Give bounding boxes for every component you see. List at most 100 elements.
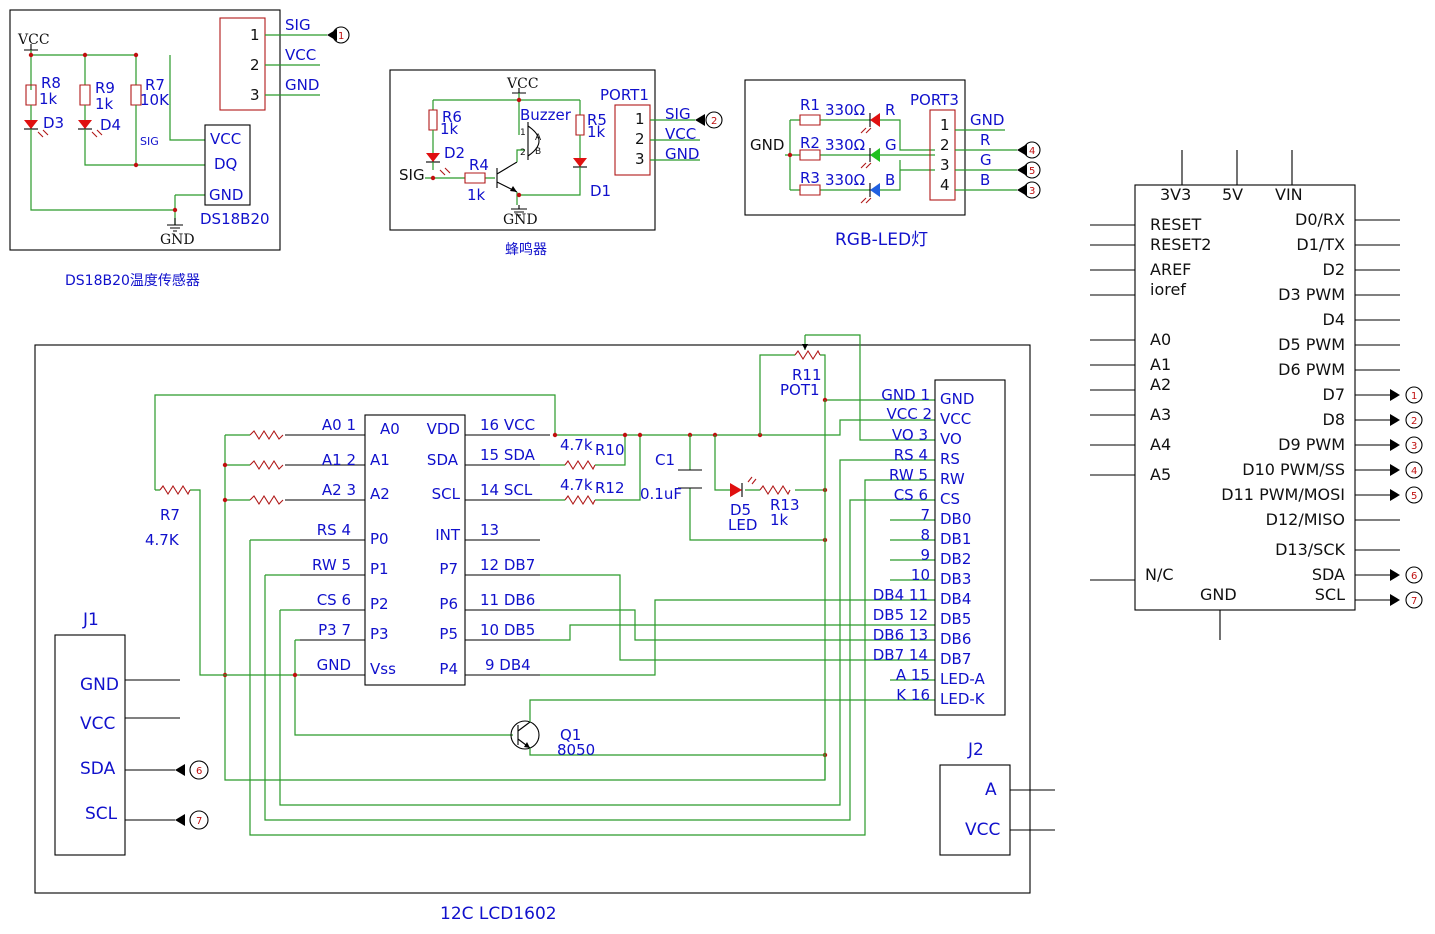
d5-label: D5 (730, 501, 751, 519)
pin-a4: A4 (1150, 435, 1171, 454)
r13-value: 1k (770, 511, 789, 529)
j2-label: J2 (967, 740, 984, 760)
pcf-pin-int: INT (435, 526, 461, 544)
r1-value: 330Ω (825, 101, 865, 119)
pcf-outer-p7: 12 DB7 (480, 556, 535, 574)
pin-3v3: 3V3 (1160, 185, 1191, 204)
r8-label: R8 (41, 74, 61, 92)
r6-label: R6 (442, 108, 462, 126)
pin-5v: 5V (1222, 185, 1243, 204)
header-label-sig: SIG (285, 16, 311, 34)
j1-pin-sda: SDA (80, 759, 116, 779)
lcd-frame (34, 344, 1031, 894)
pin-d6: D6 PWM (1278, 360, 1345, 379)
port3-num-3: 3 (940, 156, 950, 174)
buzzer-pin-b: B (535, 147, 541, 157)
sig-label: SIG (399, 166, 425, 184)
r2-value: 330Ω (825, 136, 865, 154)
ds18b20-frame (9, 9, 281, 251)
r5-label: R5 (587, 111, 607, 129)
port3-r: R (980, 131, 990, 149)
pin-d13: D13/SCK (1275, 540, 1345, 559)
pcf-outer-vcc: 16 VCC (480, 416, 535, 434)
lcd-pin-leda: LED-A (940, 670, 985, 688)
d1-label: D1 (590, 182, 611, 200)
pin-d5: D5 PWM (1278, 335, 1345, 354)
header-num-3: 3 (250, 86, 260, 104)
pin-reset2: RESET2 (1150, 235, 1211, 254)
sig-tag: SIG (140, 135, 159, 148)
q1-value: 8050 (557, 741, 595, 759)
r12-value: 4.7k (560, 476, 593, 494)
port1-header (614, 104, 651, 176)
gnd-label: GND (503, 212, 538, 228)
lcd-module: A0 A1 A2 P0 P1 P2 P3 Vss VDD SDA SCL INT… (34, 334, 1055, 924)
pcf-pin-a1: A1 (370, 451, 390, 469)
lcd-caption: 12C LCD1602 (440, 904, 557, 924)
lcd-outer-12: DB5 12 (873, 606, 928, 624)
pcf-pin-p4: P4 (439, 660, 458, 678)
r7-value: 4.7K (145, 531, 180, 549)
pcf-outer-sda: 15 SDA (480, 446, 536, 464)
header-label-vcc: VCC (285, 46, 316, 64)
pin-d3: D3 PWM (1278, 285, 1345, 304)
pcf-outer-p6: 11 DB6 (480, 591, 535, 609)
j1-connector (54, 634, 126, 856)
ref-d11: 5 (1411, 491, 1417, 502)
buzzer-pin-a: A (535, 133, 542, 143)
r9-label: R9 (95, 79, 115, 97)
lcd-outer-7: 7 (920, 506, 930, 524)
pin-a3: A3 (1150, 405, 1171, 424)
j1-pin-gnd: GND (80, 675, 119, 695)
port1-label: PORT1 (600, 86, 649, 104)
pcf-pin-vss: Vss (370, 660, 396, 678)
r10-value: 4.7k (560, 436, 593, 454)
ds18b20-header (219, 17, 266, 111)
pin-d1: D1/TX (1296, 235, 1345, 254)
pin-vin: VIN (1275, 185, 1303, 204)
pcf-pin-p5: P5 (439, 625, 458, 643)
buzzer-frame (389, 69, 656, 231)
ds18b20-caption: DS18B20温度传感器 (65, 272, 200, 289)
lcd-outer-1: GND 1 (881, 386, 930, 404)
pcf-chip (364, 414, 466, 686)
pin-sda: SDA (1312, 565, 1345, 584)
pcf-pin-sda: SDA (427, 451, 459, 469)
lcd-pin-vcc: VCC (940, 410, 971, 428)
net-ref-4: 4 (1029, 146, 1035, 157)
gnd-label: GND (750, 136, 784, 154)
pcf-pin-p2: P2 (370, 595, 389, 613)
chip-pin-vcc: VCC (210, 130, 241, 148)
lcd-outer-9: 9 (920, 546, 930, 564)
r10-label: R10 (595, 441, 625, 459)
r4-value: 1k (467, 186, 486, 204)
pcf-outer-int: 13 (480, 521, 499, 539)
vcc-label: VCC (506, 76, 539, 92)
buzzer-caption: 蜂鸣器 (505, 241, 547, 258)
lcd-outer-16: K 16 (896, 686, 930, 704)
lcd-pin-db0: DB0 (940, 510, 971, 528)
lcd-outer-2: VCC 2 (886, 405, 932, 423)
r8-value: 1k (39, 90, 58, 108)
ref-d10: 4 (1411, 466, 1417, 477)
pin-ioref: ioref (1150, 280, 1186, 299)
port3-g: G (980, 151, 992, 169)
port3-num-1: 1 (940, 116, 950, 134)
port3-header (929, 109, 956, 201)
r4-label: R4 (469, 156, 489, 174)
pcf-outer-a1: A1 2 (322, 451, 356, 469)
ds18b20-module: VCC R8 1k R9 1k R7 10K D3 D4 SIG GND VCC… (9, 9, 350, 289)
lcd-pin-db7: DB7 (940, 650, 971, 668)
pcf-outer-p3: P3 7 (318, 621, 351, 639)
pcf-outer-a0: A0 1 (322, 416, 356, 434)
pcf-outer-cs: CS 6 (317, 591, 351, 609)
d4-label: D4 (100, 116, 121, 134)
lcd-outer-14: DB7 14 (873, 646, 928, 664)
arduino-body (1134, 184, 1356, 611)
d2-label: D2 (444, 144, 465, 162)
j1-ref-7: 7 (196, 816, 202, 827)
pot-label: POT1 (780, 381, 820, 399)
lcd-pin-rs: RS (940, 450, 960, 468)
net-ref-1: 1 (338, 31, 344, 42)
lcd-outer-3: VO 3 (892, 426, 928, 444)
